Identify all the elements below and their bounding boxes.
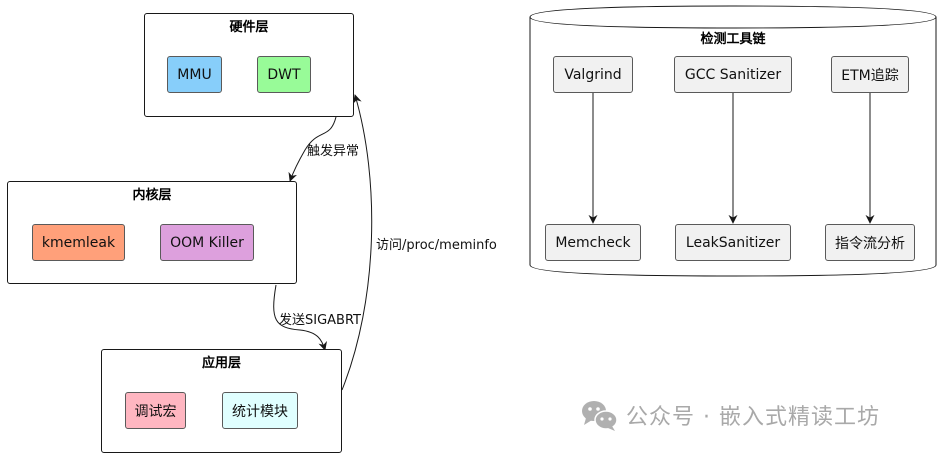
edge-label-trigger-exception: 触发异常 <box>307 144 360 159</box>
edge-label-send-sigabrt: 发送SIGABRT <box>279 313 361 328</box>
tool-valgrind[interactable]: Valgrind <box>553 56 633 93</box>
tool-gcc-sanitizer[interactable]: GCC Sanitizer <box>674 56 792 93</box>
edge-hardware-to-kernel <box>288 116 337 182</box>
package-hardware-layer: 硬件层 MMU DWT <box>144 13 354 117</box>
edge-label-access-meminfo: 访问/proc/meminfo <box>376 238 497 253</box>
toolchain-title: 检测工具链 <box>700 32 766 47</box>
tool-memcheck[interactable]: Memcheck <box>545 224 641 261</box>
tool-leaksanitizer[interactable]: LeakSanitizer <box>675 224 791 261</box>
component-debug-macro[interactable]: 调试宏 <box>125 392 186 429</box>
watermark: 公众号 · 嵌入式精读工坊 <box>580 398 880 432</box>
component-kmemleak[interactable]: kmemleak <box>32 224 125 261</box>
wechat-icon <box>580 398 620 432</box>
package-title: 内核层 <box>132 188 172 203</box>
tool-etm-trace[interactable]: ETM追踪 <box>831 56 909 93</box>
component-dwt[interactable]: DWT <box>257 56 311 93</box>
toolchain-database-rim <box>529 16 937 29</box>
package-application-layer: 应用层 调试宏 统计模块 <box>101 349 342 453</box>
edge-application-to-hardware <box>341 94 373 391</box>
edge-kernel-to-application <box>273 284 327 351</box>
watermark-text: 公众号 · 嵌入式精读工坊 <box>626 405 880 430</box>
tool-instruction-flow-analysis[interactable]: 指令流分析 <box>825 224 915 261</box>
package-title: 应用层 <box>201 356 241 371</box>
package-title: 硬件层 <box>229 20 269 35</box>
component-statistics-module[interactable]: 统计模块 <box>222 392 298 429</box>
package-kernel-layer: 内核层 kmemleak OOM Killer <box>7 181 297 284</box>
component-mmu[interactable]: MMU <box>167 56 222 93</box>
component-oom-killer[interactable]: OOM Killer <box>160 224 254 261</box>
